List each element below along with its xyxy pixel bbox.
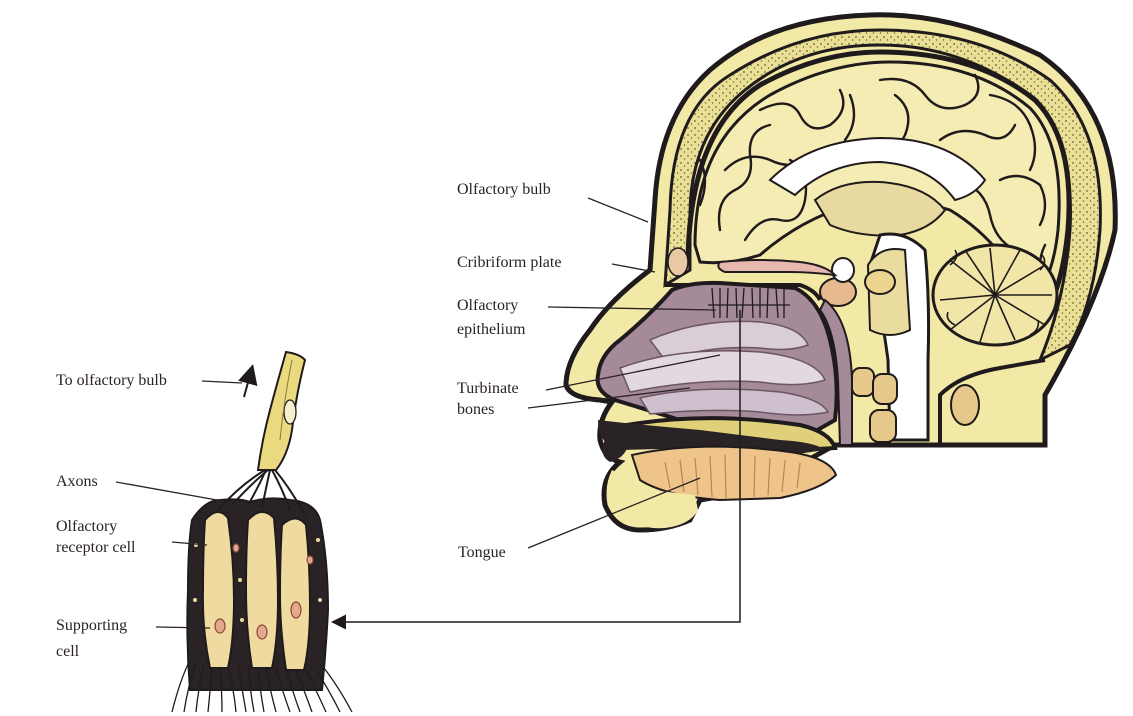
cerebellum bbox=[933, 245, 1057, 345]
nerve-bundle bbox=[258, 352, 305, 470]
label-tongue: Tongue bbox=[458, 543, 506, 563]
epithelium-detail bbox=[172, 352, 352, 712]
head-section bbox=[566, 15, 1115, 530]
label-olfactory-bulb: Olfactory bulb bbox=[457, 180, 551, 200]
label-supporting-1: Supporting bbox=[56, 616, 127, 636]
label-supporting-2: cell bbox=[56, 642, 79, 662]
label-receptor-1: Olfactory bbox=[56, 517, 117, 537]
label-receptor-2: receptor cell bbox=[56, 538, 136, 558]
label-turbinate-1: Turbinate bbox=[457, 379, 519, 399]
label-cribriform-plate: Cribriform plate bbox=[457, 253, 561, 273]
label-olfactory-epithelium-2: epithelium bbox=[457, 320, 525, 340]
label-to-olfactory-bulb: To olfactory bulb bbox=[56, 371, 167, 391]
label-axons: Axons bbox=[56, 472, 98, 492]
label-turbinate-2: bones bbox=[457, 400, 494, 420]
receptor-cells bbox=[203, 512, 310, 670]
label-olfactory-epithelium-1: Olfactory bbox=[457, 296, 518, 316]
